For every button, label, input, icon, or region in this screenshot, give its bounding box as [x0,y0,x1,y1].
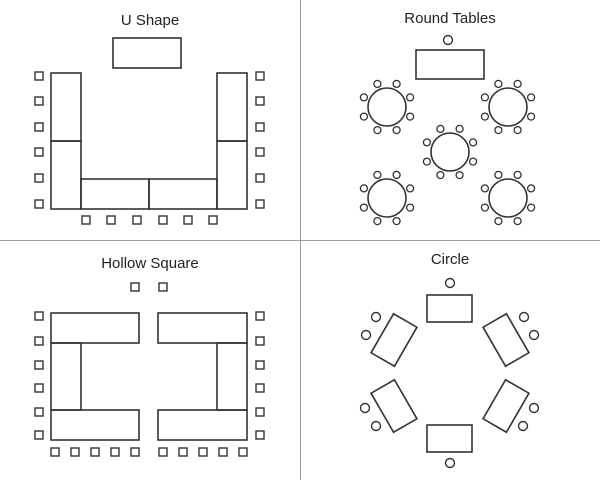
chair [422,138,432,147]
chair [392,79,401,89]
chair [373,125,382,135]
chair [359,93,369,102]
u-shape-diagram [34,37,265,225]
chair [444,457,456,469]
right-table-top [216,72,248,142]
left-table-bottom [50,140,82,210]
chair [392,170,401,180]
top-left-table [50,312,140,344]
head-table [112,37,182,69]
right-table [216,342,248,411]
chair [526,203,536,212]
bottom-table-left [80,178,150,210]
chairs-left [34,311,44,440]
bottom-table-right [148,178,218,210]
chair [480,112,490,121]
chair [494,79,503,89]
chairs-top [130,282,168,292]
chairs-right [255,311,265,440]
head-chair [442,34,454,46]
panel-title: Circle [430,251,470,268]
chairs-bottom [50,447,248,457]
table [488,178,528,218]
chair [513,216,522,226]
top-right-table [157,312,248,344]
table-top [426,294,473,323]
chair [405,93,415,102]
chair [405,184,415,193]
chair [455,124,464,134]
panel-title: U Shape [120,12,180,29]
chair [392,216,401,226]
bottom-left-table [50,409,140,441]
table-lower-left [369,378,419,434]
chair [468,157,478,166]
round-table [480,79,536,135]
chair [526,93,536,102]
panel-title: Round Tables [404,10,496,27]
chair [444,277,456,289]
chair [392,125,401,135]
round-table [359,170,415,226]
chair [468,138,478,147]
chair [359,184,369,193]
chair [373,170,382,180]
chair [405,112,415,121]
chair [359,112,369,121]
chair [513,125,522,135]
round-table [422,124,478,180]
chair [422,157,432,166]
table-upper-right [481,312,531,368]
chair [513,170,522,180]
right-table-bottom [216,140,248,210]
hollow-square-diagram [34,282,265,457]
chair [373,79,382,89]
table-bottom [426,424,473,453]
chairs-left [34,71,44,209]
chair [373,216,382,226]
round-table-groups [359,79,536,226]
chair [480,203,490,212]
chairs-side [359,311,540,432]
chair [494,170,503,180]
chair [513,79,522,89]
chair [455,170,464,180]
panel-title: Hollow Square [101,255,199,272]
chairs-bottom [81,215,218,225]
table [430,132,470,172]
chair [436,124,445,134]
horizontal-divider [0,240,600,241]
chair [494,216,503,226]
chair [480,93,490,102]
circle-diagram [359,277,540,469]
table-upper-left [369,312,419,368]
bottom-right-table [157,409,248,441]
panel-hollow-square: Hollow Square [0,240,300,480]
left-table-top [50,72,82,142]
round-table [359,79,415,135]
left-table [50,342,82,411]
round-tables-diagram [359,34,536,226]
chair [480,184,490,193]
chair [436,170,445,180]
chair [359,203,369,212]
table [367,178,407,218]
chair [526,112,536,121]
table [367,87,407,127]
panel-u-shape: U Shape [0,0,300,240]
chairs-right [255,71,265,209]
head-table [415,49,485,80]
chair [494,125,503,135]
round-table [480,170,536,226]
chair [526,184,536,193]
panel-round-tables: Round Tables [300,0,600,240]
chair [405,203,415,212]
table [488,87,528,127]
table-lower-right [481,378,531,434]
panel-circle: Circle [300,240,600,480]
